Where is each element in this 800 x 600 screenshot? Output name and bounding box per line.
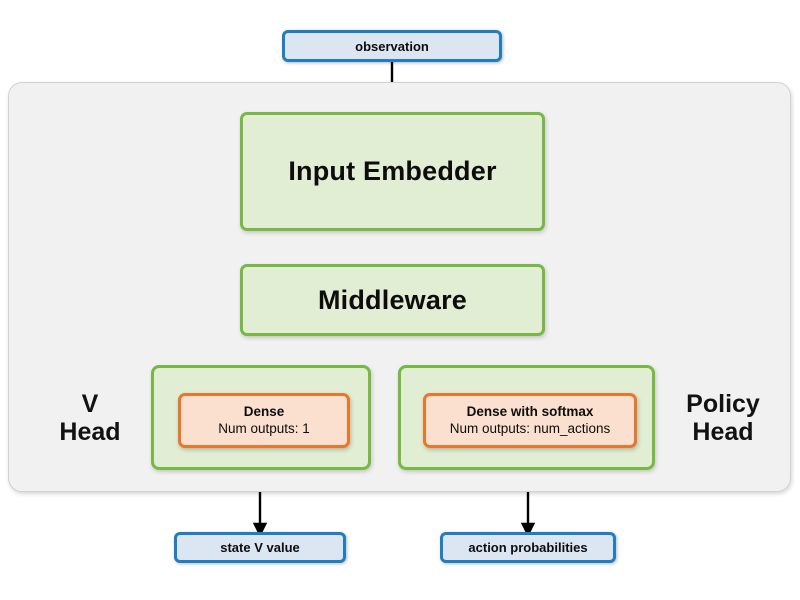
label-v-head-line2: Head <box>59 418 121 446</box>
label-policy-head-line1: Policy <box>686 390 760 418</box>
group-policy-head[interactable]: Dense with softmax Num outputs: num_acti… <box>398 365 655 470</box>
node-dense-policy[interactable]: Dense with softmax Num outputs: num_acti… <box>423 393 637 448</box>
node-state-v-value-label: state V value <box>220 540 300 555</box>
node-middleware-label: Middleware <box>317 284 468 315</box>
node-dense-v[interactable]: Dense Num outputs: 1 <box>178 393 350 448</box>
node-dense-v-subtitle: Num outputs: 1 <box>218 420 310 436</box>
node-dense-policy-subtitle: Num outputs: num_actions <box>449 420 611 436</box>
node-middleware[interactable]: Middleware <box>240 264 545 336</box>
node-input-embedder-label: Input Embedder <box>288 156 497 186</box>
label-v-head: V Head <box>40 380 140 456</box>
node-input-embedder[interactable]: Input Embedder <box>240 112 545 231</box>
node-state-v-value[interactable]: state V value <box>174 532 346 563</box>
node-dense-policy-title: Dense with softmax <box>466 403 594 419</box>
node-action-probabilities-label: action probabilities <box>468 540 588 555</box>
label-policy-head-line2: Head <box>692 418 754 446</box>
label-v-head-line1: V <box>81 390 99 418</box>
label-policy-head: Policy Head <box>664 380 782 456</box>
group-v-head[interactable]: Dense Num outputs: 1 <box>151 365 371 470</box>
node-observation[interactable]: observation <box>282 30 502 62</box>
node-observation-label: observation <box>355 38 429 54</box>
node-action-probabilities[interactable]: action probabilities <box>440 532 616 563</box>
node-dense-v-title: Dense <box>243 403 285 419</box>
